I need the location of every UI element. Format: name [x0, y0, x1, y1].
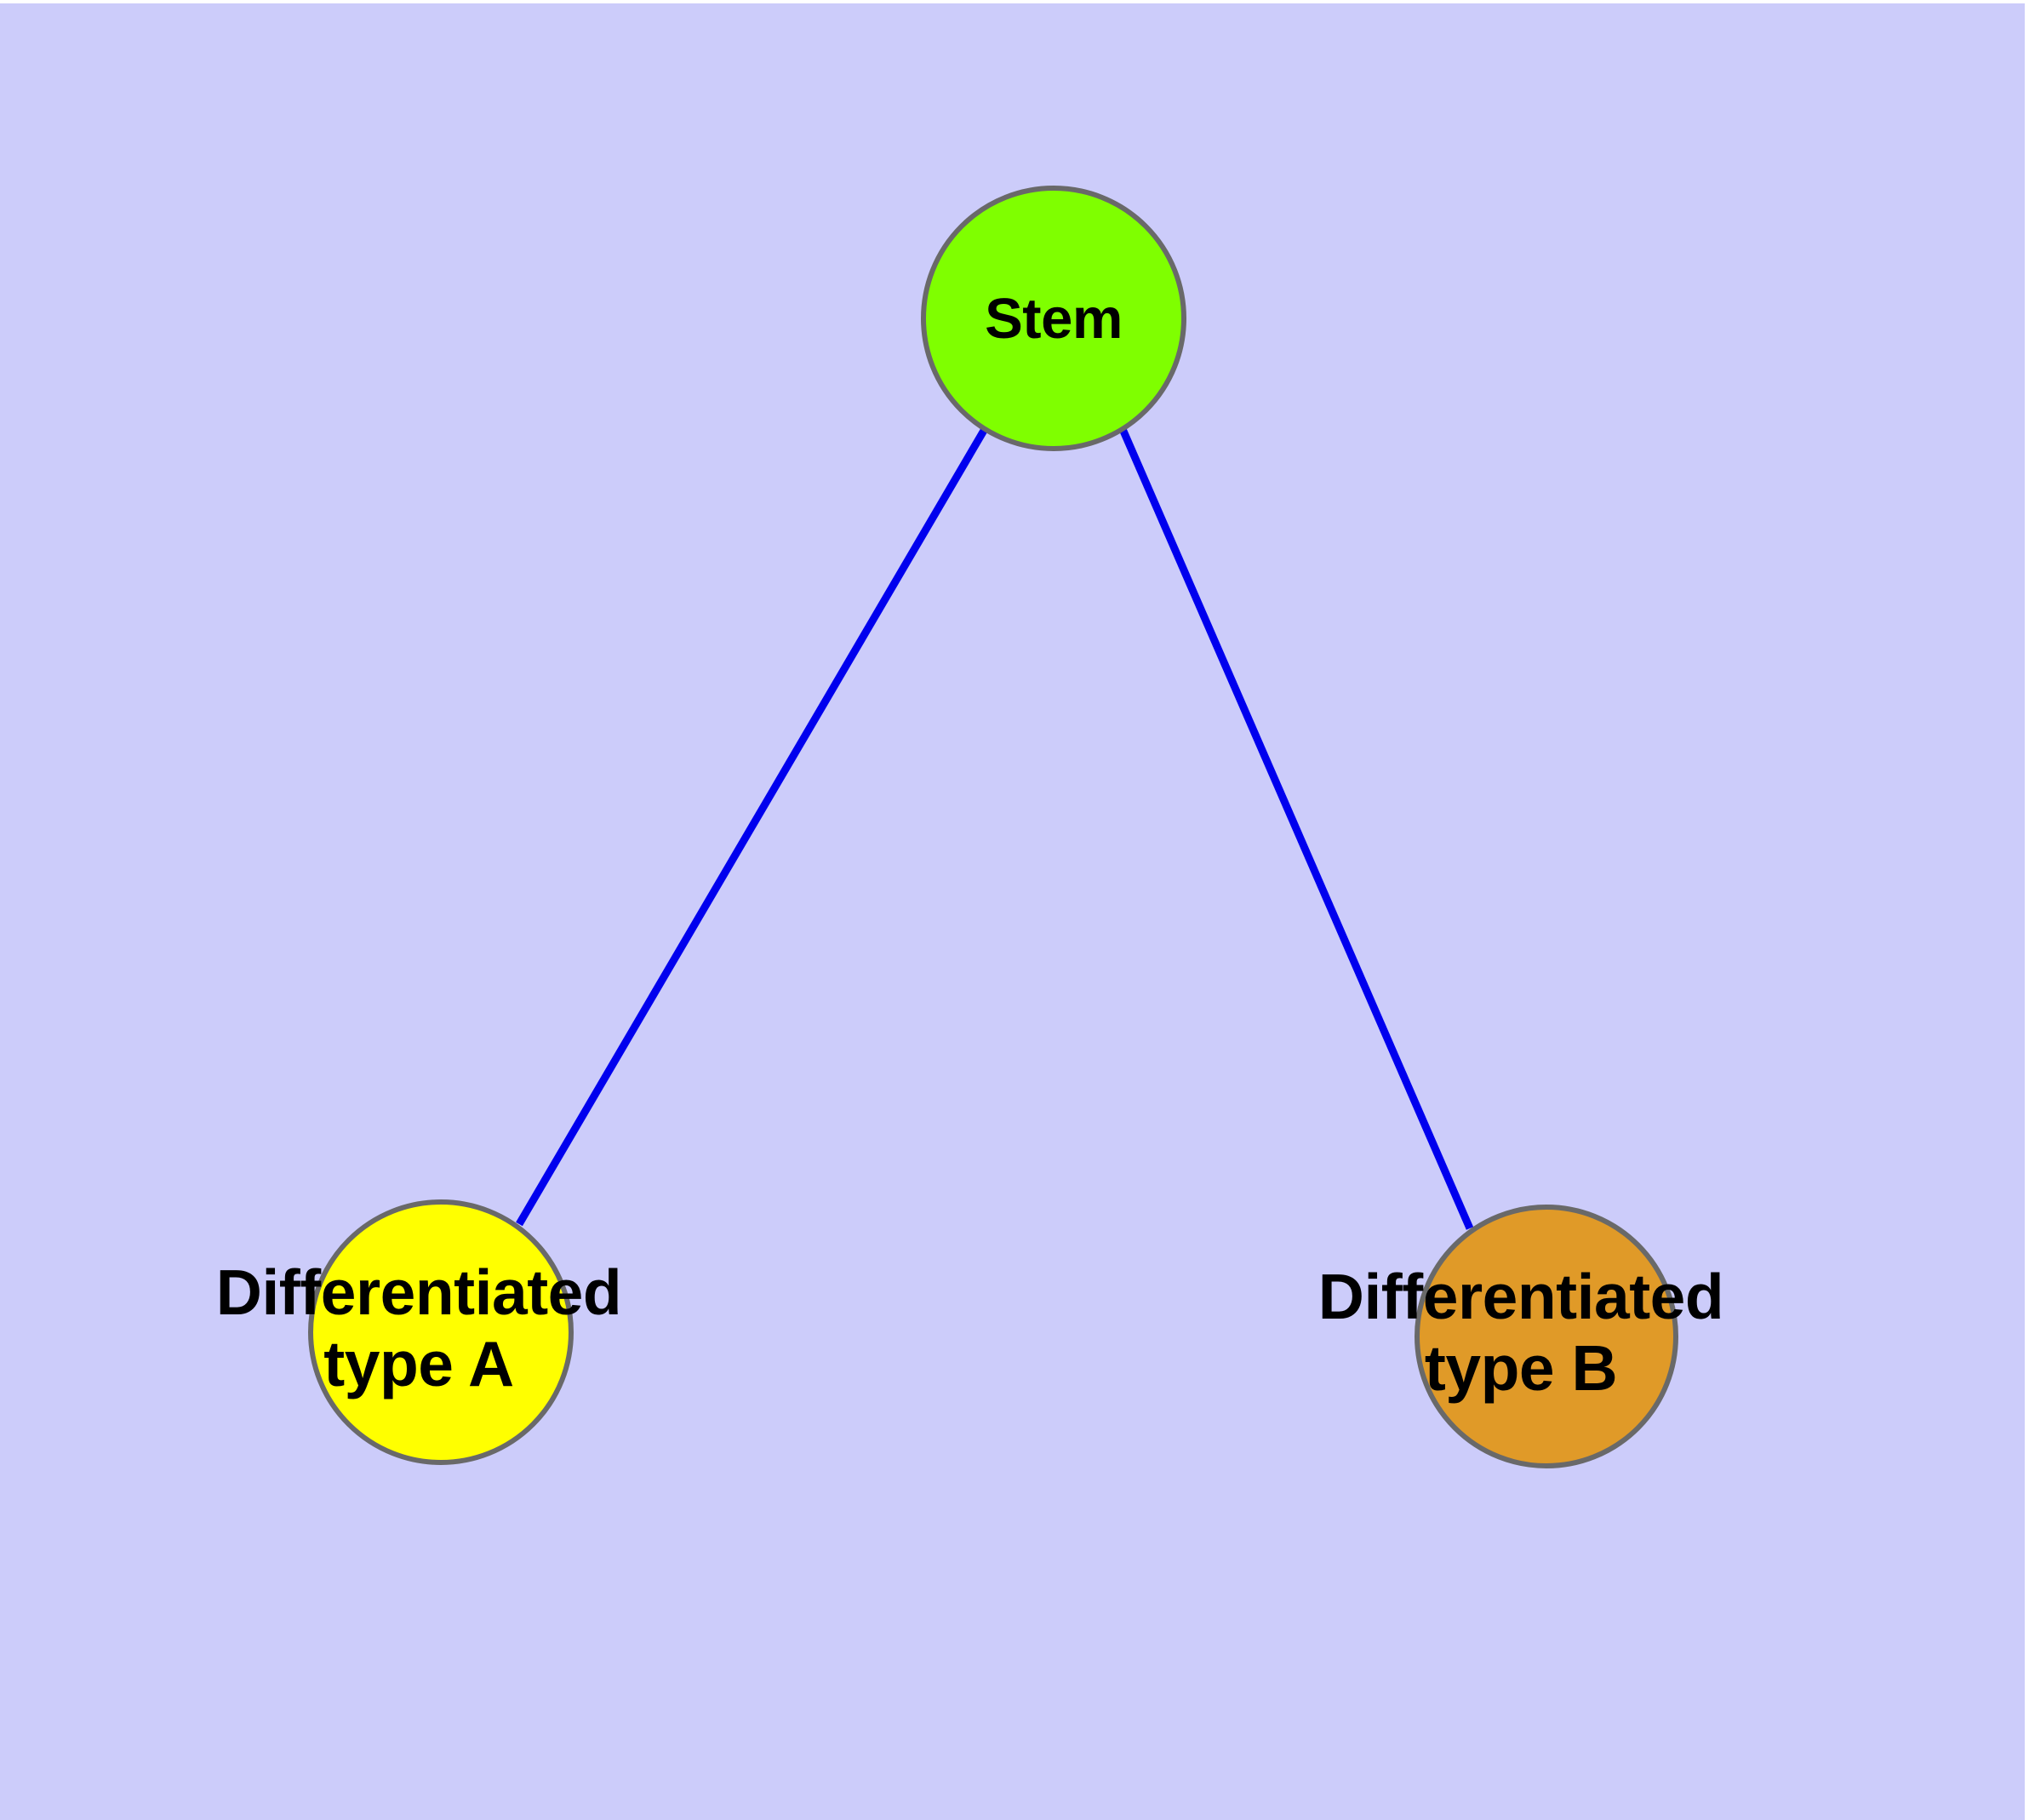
edge-stem-to-diff_b[interactable]	[1118, 427, 1474, 1230]
node-diff_a[interactable]	[308, 1199, 574, 1465]
nodes-group	[308, 186, 1678, 1468]
edge-stem-to-diff_a[interactable]	[516, 426, 988, 1227]
node-stem[interactable]	[921, 186, 1186, 451]
node-diff_b[interactable]	[1415, 1205, 1678, 1468]
edges-group	[516, 426, 1474, 1230]
